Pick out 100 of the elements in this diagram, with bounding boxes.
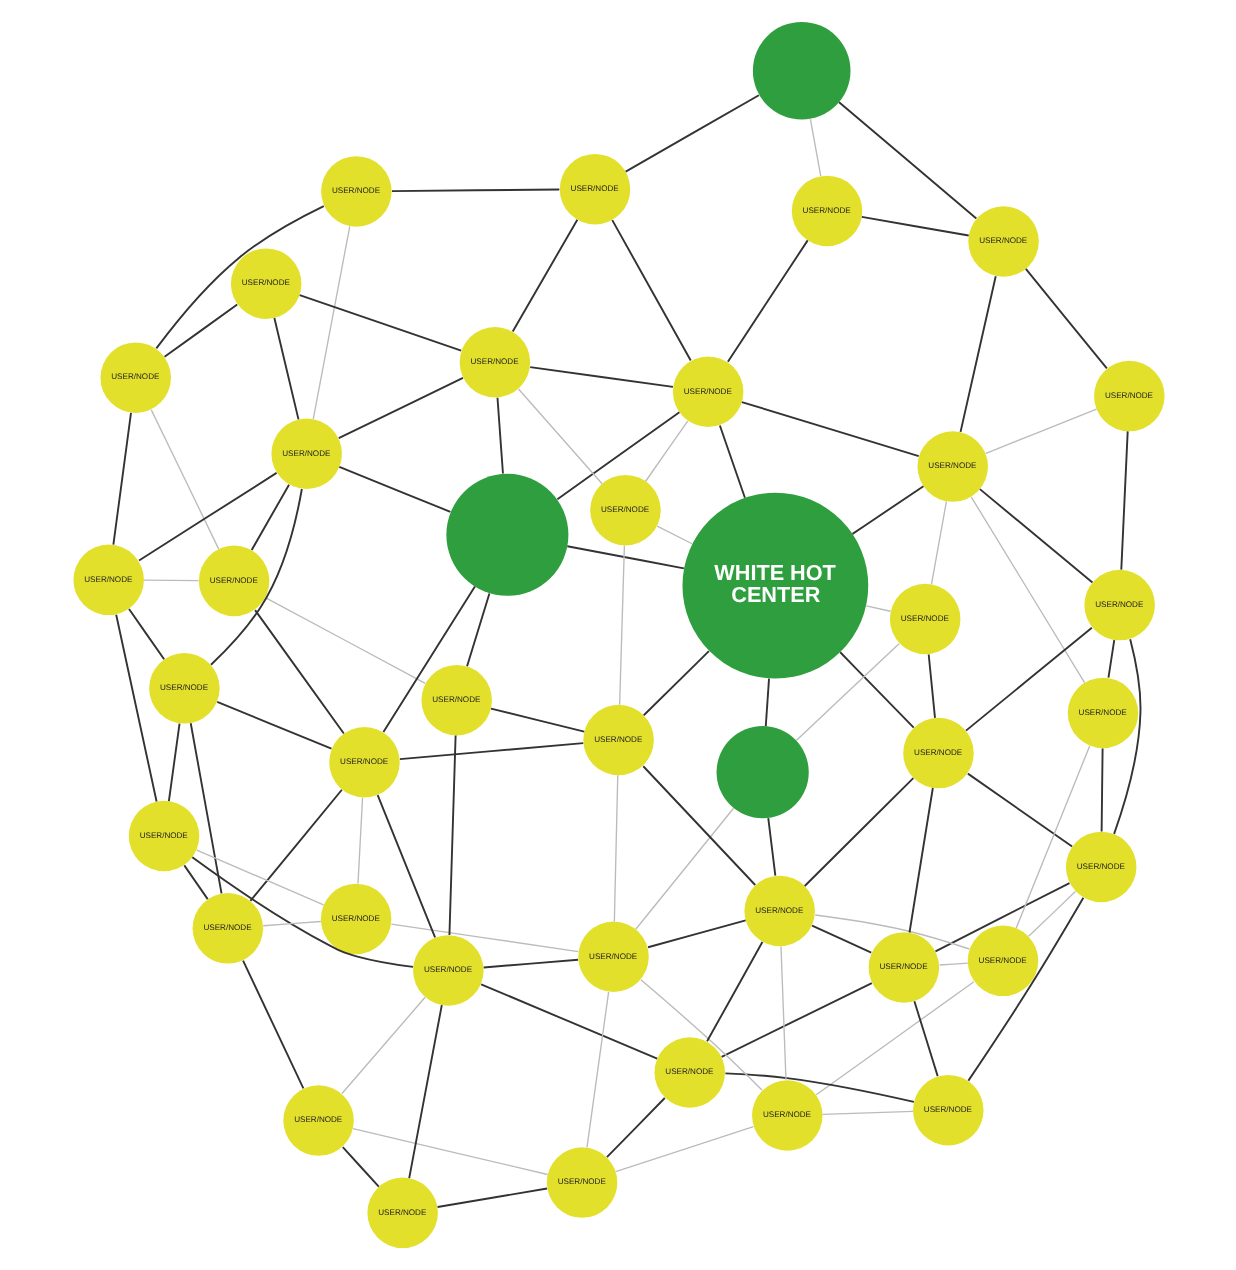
connector	[351, 1128, 548, 1176]
connector	[864, 605, 891, 612]
connector	[336, 376, 463, 440]
connector	[272, 317, 299, 421]
connector	[215, 700, 332, 750]
connector	[516, 388, 602, 485]
connector	[261, 920, 321, 927]
connector	[639, 979, 762, 1091]
connector	[1106, 639, 1115, 679]
connector	[1014, 745, 1090, 929]
connector	[253, 609, 344, 735]
node-circle: WHITE HOT CENTER	[681, 492, 868, 679]
connector	[964, 626, 1092, 732]
connector	[241, 959, 304, 1090]
connector	[1026, 890, 1076, 937]
connector	[912, 1000, 938, 1078]
connector	[1099, 747, 1103, 833]
connector	[641, 765, 756, 886]
connector	[820, 1110, 913, 1116]
connector	[907, 787, 933, 934]
connector	[977, 488, 1093, 584]
connector	[249, 483, 289, 552]
connector	[1112, 638, 1141, 835]
connector	[154, 205, 324, 350]
connector	[859, 216, 969, 237]
connector	[604, 1097, 665, 1159]
connector	[142, 579, 199, 582]
connector	[838, 651, 914, 729]
connector	[195, 849, 324, 906]
connector	[766, 817, 776, 877]
connector	[717, 424, 745, 499]
connector	[149, 409, 219, 550]
connector	[646, 919, 746, 949]
connector	[510, 218, 578, 333]
connector	[794, 642, 899, 742]
connector	[111, 411, 131, 546]
connector	[723, 1072, 914, 1103]
connector	[337, 466, 451, 513]
connector	[465, 592, 490, 668]
connector	[739, 401, 919, 458]
connector	[617, 544, 625, 706]
connector	[655, 525, 692, 545]
connector	[447, 734, 456, 937]
connector	[340, 996, 425, 1095]
connector	[937, 962, 968, 966]
connector	[837, 101, 977, 220]
connector	[610, 219, 691, 362]
connector	[958, 275, 996, 433]
connector	[182, 864, 208, 901]
connector	[489, 707, 585, 733]
connector	[407, 1004, 442, 1180]
connector	[137, 471, 277, 562]
connector	[763, 677, 769, 728]
connector	[926, 653, 935, 719]
node-circle	[445, 473, 568, 596]
connector	[705, 941, 763, 1043]
connector	[614, 1125, 754, 1173]
connector	[965, 772, 1073, 848]
connector	[641, 650, 709, 717]
connector	[802, 777, 914, 887]
connector	[248, 788, 342, 902]
connector	[127, 608, 165, 661]
connector	[612, 774, 618, 923]
connector	[933, 882, 1070, 953]
connector	[389, 923, 578, 953]
connector	[356, 797, 363, 885]
connector	[808, 118, 821, 177]
connector	[188, 722, 222, 895]
connector	[1119, 430, 1128, 571]
node-circle	[715, 726, 808, 819]
connector	[162, 303, 238, 358]
connector	[381, 585, 475, 734]
connector	[810, 924, 872, 954]
connector	[166, 722, 180, 802]
connector	[209, 488, 302, 666]
connector	[528, 366, 673, 388]
connector	[644, 420, 688, 482]
connector	[565, 545, 684, 570]
connector	[481, 958, 579, 969]
connector	[814, 981, 974, 1096]
connector	[190, 856, 413, 968]
connector	[479, 983, 658, 1060]
connector	[297, 294, 462, 352]
connector	[495, 396, 503, 475]
connector	[397, 742, 584, 761]
connector	[585, 991, 609, 1148]
connector	[435, 1187, 548, 1208]
connector	[966, 896, 1084, 1082]
connector	[779, 945, 786, 1081]
connector	[114, 613, 157, 803]
connector	[813, 914, 969, 950]
connector	[719, 982, 872, 1058]
connector	[375, 794, 435, 939]
connector	[555, 411, 680, 501]
connector	[263, 596, 425, 684]
connector	[969, 496, 1085, 684]
connector	[929, 500, 947, 585]
connector	[725, 239, 808, 363]
connector	[984, 408, 1097, 454]
node-circle	[751, 21, 850, 120]
